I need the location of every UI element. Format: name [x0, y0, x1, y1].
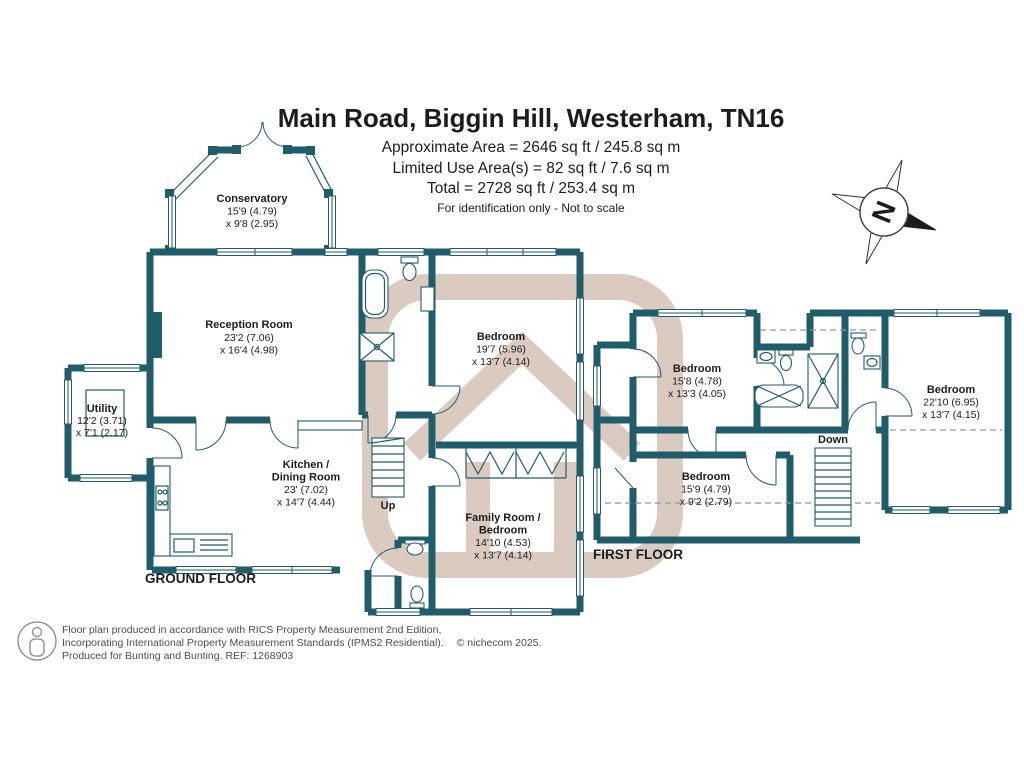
restricted-height-lines — [605, 329, 1002, 504]
compass-icon: N — [831, 159, 937, 265]
kitchen-sink-icon — [173, 538, 195, 553]
ground-floor-windows — [64, 195, 584, 616]
utility-unit — [85, 389, 125, 437]
footer-line3: Produced for Bunting and Bunting. REF: 1… — [62, 650, 293, 662]
ensuite-basin-icon — [863, 355, 881, 370]
room-label-bedroom3: Bedroom — [682, 471, 731, 483]
breakfast-bar — [297, 420, 363, 431]
room-dim: 19'7 (5.96) — [476, 344, 526, 356]
room-dim: 22'10 (6.95) — [923, 397, 979, 409]
footer-line2: Incorporating International Property Mea… — [62, 637, 541, 649]
bathroom-basin-icon — [756, 349, 776, 364]
total-area: Total = 2728 sq ft / 253.4 sq m — [427, 180, 635, 197]
footer-standards: Incorporating International Property Mea… — [62, 637, 444, 649]
room-label-reception: Reception Room — [205, 319, 293, 331]
wardrobe-bifold-doors — [465, 448, 567, 479]
toilet-icon — [400, 256, 419, 282]
room-label-conservatory: Conservatory — [217, 193, 289, 205]
room-dim: 14'10 (4.53) — [475, 537, 531, 549]
footer: Floor plan produced in accordance with R… — [17, 621, 541, 662]
wc-toilet-icon — [410, 585, 424, 603]
basin-cabinet-icon — [420, 286, 435, 312]
room-label-kitchen-line2: Dining Room — [272, 472, 341, 484]
room-label-bedroom-gf: Bedroom — [477, 331, 526, 343]
conservatory-glazing — [169, 150, 334, 200]
room-label-kitchen: Kitchen / — [283, 459, 329, 471]
room-dim: x 13'7 (4.15) — [922, 409, 980, 421]
wc-fixtures — [404, 539, 426, 609]
page-title: Main Road, Biggin Hill, Westerham, TN16 — [278, 103, 785, 133]
room-dim: 15'9 (4.79) — [227, 206, 277, 218]
header: Main Road, Biggin Hill, Westerham, TN16 … — [278, 103, 785, 215]
person-scale-icon — [17, 621, 57, 661]
room-dim: x 7'1 (2.17) — [76, 427, 128, 439]
limited-use-area: Limited Use Area(s) = 82 sq ft / 7.6 sq … — [393, 160, 670, 177]
room-dim: x 13'7 (4.14) — [474, 550, 532, 562]
stairs-down — [814, 447, 852, 527]
room-dim: x 9'8 (2.95) — [226, 218, 278, 230]
disclaimer: For identification only - Not to scale — [437, 201, 625, 215]
shower-cubicle-icon — [807, 353, 839, 409]
bathtub-icon — [361, 269, 389, 319]
room-label-utility: Utility — [87, 403, 118, 415]
first-floor-labels: Bedroom 15'8 (4.78) x 13'3 (4.05) Bedroo… — [593, 363, 980, 562]
ground-floor-doors — [151, 121, 461, 577]
room-label-family-room-line2: Bedroom — [479, 525, 528, 537]
room-dim: 15'9 (4.79) — [681, 484, 731, 496]
first-floor-fixtures — [754, 332, 881, 527]
room-label-family-room: Family Room / — [465, 512, 540, 524]
first-floor-windows — [593, 309, 1001, 515]
room-dim: 15'8 (4.78) — [672, 376, 722, 388]
approximate-area: Approximate Area = 2646 sq ft / 245.8 sq… — [382, 139, 681, 156]
bathroom-tub-icon — [754, 384, 804, 408]
bathroom-toilet-icon — [778, 349, 794, 372]
ensuite-toilet-icon — [850, 332, 867, 355]
shower-icon — [359, 332, 395, 362]
room-dim: x 14'7 (4.44) — [277, 497, 335, 509]
footer-copyright: © nichecom 2025. — [457, 637, 542, 649]
room-dim: 23'2 (7.06) — [224, 332, 274, 344]
stairs-up-label: Up — [381, 500, 396, 512]
room-dim: x 13'7 (4.14) — [472, 356, 530, 368]
room-label-bedroom2: Bedroom — [927, 384, 976, 396]
hob-icon — [155, 485, 169, 511]
kitchen-counter — [153, 420, 363, 557]
room-dim: x 13'3 (4.05) — [668, 388, 726, 400]
ground-floor-fixtures — [85, 256, 567, 609]
first-floor-doors — [614, 348, 913, 489]
chimney-breast — [152, 312, 162, 358]
room-label-bedroom1: Bedroom — [673, 363, 722, 375]
room-dim: 23' (7.02) — [284, 484, 328, 496]
stairs-up — [371, 437, 405, 498]
room-dim: x 16'4 (4.98) — [220, 345, 278, 357]
stairs-down-label: Down — [818, 434, 848, 446]
room-dim: x 9'2 (2.79) — [680, 496, 732, 508]
footer-line1: Floor plan produced in accordance with R… — [62, 624, 441, 636]
ground-floor-label: GROUND FLOOR — [145, 571, 256, 586]
ground-floor-labels: Conservatory 15'9 (4.79) x 9'8 (2.95) Re… — [76, 193, 541, 586]
first-floor-label: FIRST FLOOR — [593, 547, 683, 562]
room-dim: 12'2 (3.71) — [77, 415, 127, 427]
